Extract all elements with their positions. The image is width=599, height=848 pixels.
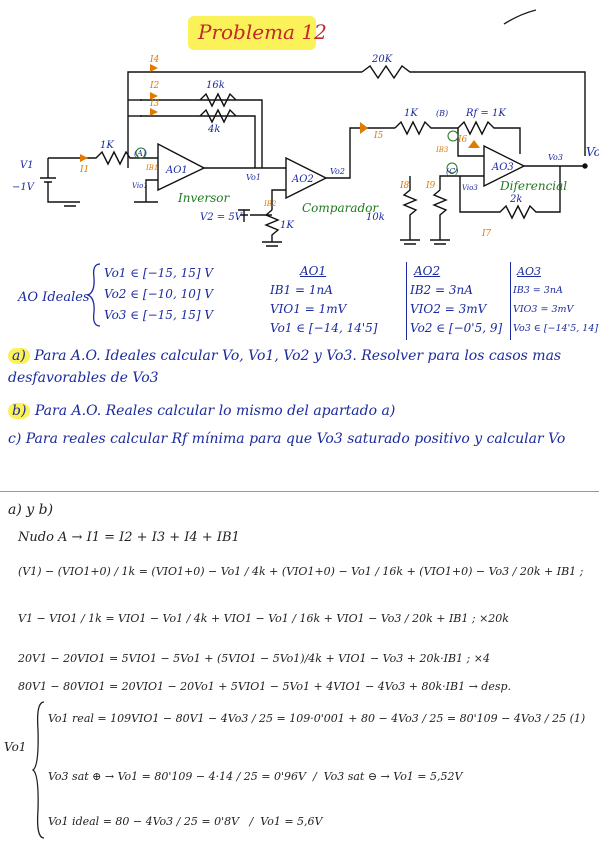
current-label-i1: I1 (79, 165, 89, 175)
equation-1: (V1) − (VIO1+0) / 1k = (VIO1+0) − Vo1 / … (18, 565, 584, 578)
question-a-text: Para A.O. Ideales calcular Vo, Vo1, Vo2 … (8, 348, 562, 386)
current-label-i2: I2 (149, 81, 160, 91)
resistor-label-1k-b: 1K (404, 108, 418, 119)
ao2-title: AO2 (414, 264, 441, 278)
vo3-sat-line: Vo3 sat ⊕ → Vo1 = 80'109 − 4·14 / 25 = 0… (48, 770, 463, 783)
opamp-label-ao2: AO2 (291, 174, 314, 185)
current-label-i8: I8 (399, 181, 410, 191)
ao2-vio: VIO2 = 3mV (410, 302, 487, 316)
current-label-ib3: IB3 (435, 146, 449, 154)
resistor-label-20k: 20K (371, 54, 393, 65)
resistor-label-1k-bias: 1K (280, 220, 294, 231)
stage-label-diferencial: Diferencial (499, 179, 567, 193)
vo1-ideal-lhs: Vo1 ideal = (48, 815, 112, 828)
range-vo3: Vo3 ∈ [−15, 15] V (104, 308, 214, 322)
vo1-ideal-line: Vo1 ideal = 80 − 4Vo3 / 25 = 0'8V / Vo1 … (48, 815, 323, 828)
pen-stroke-icon (503, 9, 537, 25)
stage-label-inversor: Inversor (177, 191, 230, 205)
current-label-ib2: IB2 (263, 200, 277, 208)
current-label-i5: I5 (373, 131, 384, 141)
opamp-label-ao1: AO1 (165, 165, 188, 176)
resistor-label-10k: 10k (366, 212, 385, 223)
vo3-sat-positive: Vo3 sat ⊕ → Vo1 = 80'109 − 4·14 / 25 = 0… (48, 770, 306, 783)
vo1-real-tag: (1) (569, 712, 586, 725)
specs-ao1: AO1 IB1 = 1nA VIO1 = 1mV Vo1 ∈ [−14, 14'… (270, 262, 377, 338)
vo1-real-frac2: 109·0'001 + 80 − 4Vo3 / 25 (289, 712, 444, 725)
page-title: Problema 12 (198, 20, 327, 44)
ao1-range: Vo1 ∈ [−14, 14'5] (270, 321, 378, 335)
ao3-title: AO3 (517, 265, 541, 278)
opamp-label-ao3: AO3 (491, 162, 514, 173)
current-label-i7: I7 (481, 229, 492, 239)
question-a-marker: a) (8, 348, 30, 364)
question-b-marker: b) (8, 403, 31, 419)
range-vo1: Vo1 ∈ [−15, 15] V (104, 266, 214, 280)
current-label-i4: I4 (149, 55, 160, 65)
resistor-label-4k: 4k (207, 124, 220, 135)
vo1-ideal-frac: 80 − 4Vo3 / 25 = 0'8V (115, 815, 240, 828)
vo1-real-lhs: Vo1 real = (48, 712, 107, 725)
title-highlight (188, 16, 316, 50)
current-label-i6: I6 (457, 135, 468, 145)
ao1-ib: IB1 = 1nA (270, 283, 333, 297)
vo3-sat-negative: Vo3 sat ⊖ → Vo1 = 5,52V (323, 770, 463, 783)
current-label-i3: I3 (149, 99, 160, 109)
specs-ao2: AO2 IB2 = 3nA VIO2 = 3mV Vo2 ∈ [−0'5, 9] (410, 262, 502, 338)
solution-brace-icon (32, 701, 45, 839)
vo1-brace-label: Vo1 (4, 740, 27, 754)
specs-ranges: Vo1 ∈ [−15, 15] V Vo2 ∈ [−10, 10] V Vo3 … (104, 263, 213, 326)
resistor-label-1k-input: 1K (100, 140, 114, 151)
vo1-real-frac3: 80'109 − 4Vo3 / 25 (459, 712, 567, 725)
node-label-vio1: Vio1 (132, 182, 148, 190)
ao3-range: Vo3 ∈ [−14'5, 14]V (513, 323, 599, 334)
question-b-text: Para A.O. Reales calcular lo mismo del a… (34, 403, 396, 419)
question-c-text: Para reales calcular Rf mínima para que … (25, 431, 566, 447)
equation-3: 20V1 − 20VIO1 = 5VIO1 − 5Vo1 + (5VIO1 − … (18, 652, 490, 665)
specs-heading: AO Ideales (18, 290, 90, 305)
node-label-b: (B) (436, 109, 448, 118)
node-label-vo1: Vo1 (246, 173, 261, 182)
question-a: a) Para A.O. Ideales calcular Vo, Vo1, V… (8, 345, 593, 389)
ao3-ib: IB3 = 3nA (513, 285, 563, 296)
range-vo2: Vo2 ∈ [−10, 10] V (104, 287, 214, 301)
circuit-diagram: 1K 16k 4k 20K 1K Rf = 1K 1K 10k 2k AO1 A… (12, 54, 599, 247)
ao3-vio: VIO3 = 3mV (513, 304, 574, 315)
question-c: c) Para reales calcular Rf mínima para q… (8, 428, 593, 450)
ao1-vio: VIO1 = 1mV (270, 302, 347, 316)
question-c-marker: c) (8, 431, 22, 447)
output-label-vo: Vo (586, 145, 599, 159)
source-value-v1: −1V (12, 182, 36, 193)
source-label-v1: V1 (20, 160, 34, 171)
solution-heading: a) y b) (8, 502, 54, 518)
ao2-ib: IB2 = 3nA (410, 283, 473, 297)
current-label-i9: I9 (425, 181, 436, 191)
node-label-c: (C) (446, 167, 458, 176)
node-label-vo2: Vo2 (330, 167, 345, 176)
resistor-label-rf: Rf = 1K (465, 108, 506, 119)
vo1-ideal-alt: Vo1 = 5,6V (260, 815, 323, 828)
node-equation: Nudo A → I1 = I2 + I3 + I4 + IB1 (18, 530, 240, 545)
section-divider (0, 491, 599, 492)
resistor-label-16k: 16k (206, 80, 225, 91)
resistor-label-2k: 2k (509, 194, 522, 205)
vo1-real-frac1: 109VIO1 − 80V1 − 4Vo3 / 25 (110, 712, 274, 725)
equation-4: 80V1 − 80VIO1 = 20VIO1 − 20Vo1 + 5VIO1 −… (18, 680, 512, 693)
node-label-vo3: Vo3 (548, 153, 563, 162)
node-label-vio3: Vio3 (462, 184, 478, 192)
current-label-ib1: IB1 (145, 164, 158, 172)
ao2-range: Vo2 ∈ [−0'5, 9] (410, 321, 503, 335)
node-label-a: (A) (134, 149, 146, 158)
ao1-title: AO1 (300, 264, 327, 278)
vo1-real-line: Vo1 real = 109VIO1 − 80V1 − 4Vo3 / 25 = … (48, 712, 586, 725)
equation-2: V1 − VIO1 / 1k = VIO1 − Vo1 / 4k + VIO1 … (18, 612, 509, 625)
specs-ao3: AO3 IB3 = 3nA VIO3 = 3mV Vo3 ∈ [−14'5, 1… (513, 262, 599, 338)
brace-icon (86, 263, 101, 327)
question-b: b) Para A.O. Reales calcular lo mismo de… (8, 400, 593, 422)
stage-label-comparador: Comparador (302, 201, 379, 215)
source-label-v2: V2 = 5V (200, 212, 244, 223)
